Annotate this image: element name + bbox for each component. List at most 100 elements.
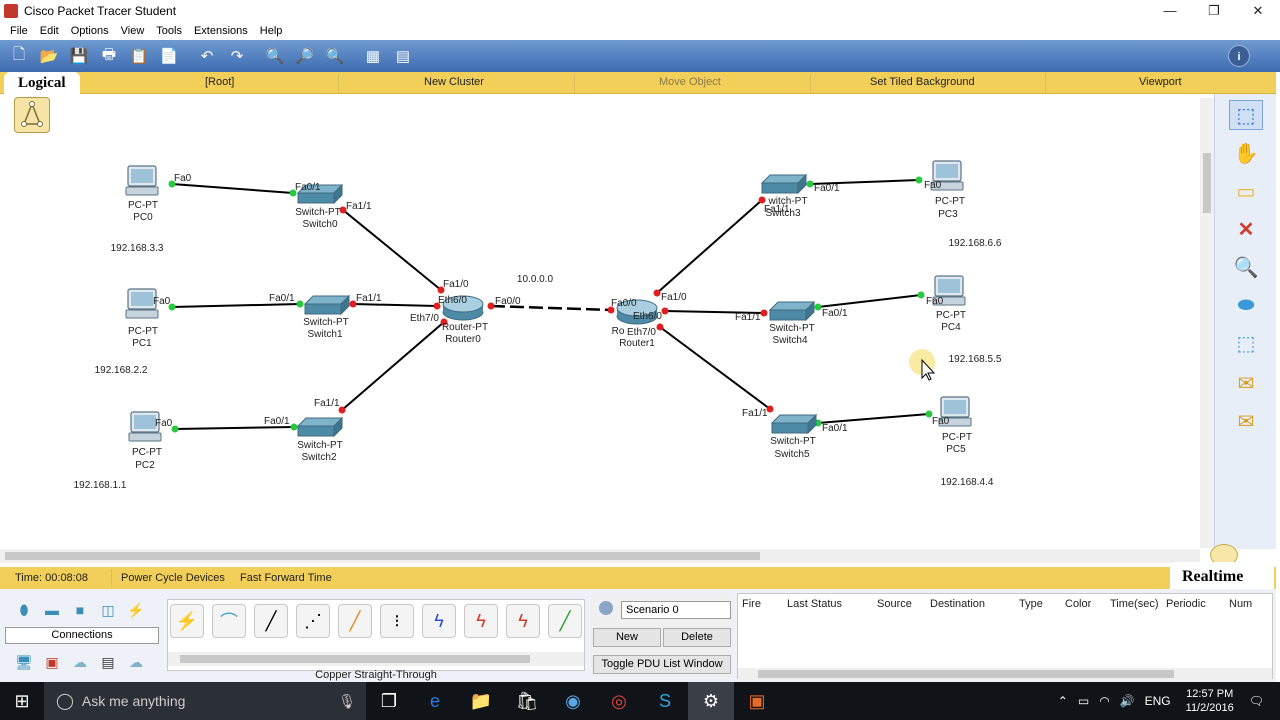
skype-icon[interactable]: S — [658, 690, 671, 711]
edge-icon[interactable]: e — [429, 690, 440, 711]
add-complex-pdu-icon[interactable]: ✉ — [1237, 410, 1255, 433]
routers-category-icon[interactable]: ⬮ — [19, 601, 29, 618]
copy-icon[interactable]: 📄 — [159, 48, 179, 65]
menu-edit[interactable]: Edit — [39, 24, 59, 37]
taskbar-clock[interactable]: 12:57 PM 11/2/2016 — [1186, 687, 1234, 715]
zoom-out-icon[interactable]: 🔍 — [325, 48, 345, 65]
topology-canvas[interactable]: PC-PT PC0 192.168.3.3 PC-PT PC1 192.168.… — [0, 94, 1200, 549]
store-icon[interactable]: 🛍 — [515, 690, 539, 711]
column-header[interactable]: Color — [1065, 598, 1092, 610]
serial-dte-icon[interactable]: ϟ — [506, 604, 540, 638]
switch1-icon[interactable] — [304, 295, 350, 315]
windows-start-icon[interactable]: ⊞ — [14, 690, 30, 711]
wifi-icon[interactable]: ◠ — [1099, 694, 1110, 708]
column-header[interactable]: Type — [1019, 598, 1043, 610]
switch3-icon[interactable] — [761, 174, 807, 194]
menu-file[interactable]: File — [10, 24, 28, 37]
file-explorer-icon[interactable]: 📁 — [469, 690, 493, 711]
close-button[interactable]: ✕ — [1252, 2, 1264, 18]
link-pc0-switch0[interactable] — [171, 183, 294, 194]
console-cable-icon[interactable]: ⌒ — [212, 604, 246, 638]
cortana-search[interactable]: ◯ Ask me anything 🎙 — [44, 682, 366, 720]
power-cycle-button[interactable]: Power Cycle Devices — [121, 572, 225, 584]
link-pc2-switch2[interactable] — [174, 426, 295, 430]
menu-help[interactable]: Help — [259, 24, 283, 37]
column-header[interactable]: Time(sec) — [1110, 598, 1159, 610]
custom-devices-icon[interactable]: ▤ — [101, 653, 115, 670]
wireless-category-icon[interactable]: ◫ — [101, 601, 115, 618]
add-simple-pdu-icon[interactable]: ✉ — [1237, 372, 1255, 395]
chevron-up-icon[interactable]: ⌃ — [1057, 694, 1068, 708]
browser-icon[interactable]: ◉ — [565, 690, 581, 711]
draw-shape-icon[interactable]: ⬬ — [1237, 293, 1255, 316]
end-devices-icon[interactable]: 🖥 — [15, 653, 33, 670]
switches-category-icon[interactable]: ▬ — [45, 602, 59, 618]
zoom-reset-icon[interactable]: 🔎 — [295, 48, 315, 65]
chrome-icon[interactable]: ◎ — [611, 690, 627, 711]
select-tool-icon[interactable]: ⬚ — [1229, 100, 1263, 130]
menu-options[interactable]: Options — [70, 24, 109, 37]
link-router1-switch5[interactable] — [659, 326, 771, 410]
coaxial-cable-icon[interactable]: ϟ — [422, 604, 456, 638]
switch5-icon[interactable] — [771, 414, 817, 434]
column-header[interactable]: Source — [877, 598, 912, 610]
column-header[interactable]: Num — [1229, 598, 1253, 610]
link-switch3-pc3[interactable] — [809, 179, 920, 185]
menu-extensions[interactable]: Extensions — [193, 24, 248, 37]
toggle-pdu-list-button[interactable]: Toggle PDU List Window — [593, 655, 731, 674]
packet-tracer-taskbar-icon[interactable]: ⚙ — [688, 682, 734, 720]
activity-wizard-icon[interactable]: 📋 — [129, 48, 149, 65]
link-switch0-router0[interactable] — [342, 209, 442, 291]
cable-scrollbar[interactable] — [168, 652, 584, 666]
realtime-tab[interactable]: Realtime — [1170, 562, 1274, 589]
scenario-select[interactable]: Scenario 0 — [621, 601, 731, 619]
microphone-icon[interactable]: 🎙 — [338, 692, 356, 709]
column-header[interactable]: Periodic — [1166, 598, 1206, 610]
vertical-scrollbar[interactable] — [1200, 98, 1214, 548]
viewport-button[interactable]: Viewport — [1139, 76, 1182, 88]
new-file-icon[interactable]: 🗋 — [12, 45, 26, 63]
zoom-in-icon[interactable]: 🔍 — [265, 48, 285, 65]
new-scenario-button[interactable]: New — [593, 628, 661, 647]
octal-cable-icon[interactable]: ╱ — [548, 604, 582, 638]
logical-workspace[interactable]: PC-PT PC0 192.168.3.3 PC-PT PC1 192.168.… — [0, 94, 1200, 549]
hand-tool-icon[interactable]: ✋ — [1233, 142, 1259, 165]
maximize-button[interactable]: ❐ — [1208, 2, 1220, 18]
notifications-icon[interactable]: 🗨 — [1248, 694, 1264, 708]
undo-icon[interactable]: ↶ — [200, 48, 214, 65]
logical-tab[interactable]: Logical — [4, 72, 80, 98]
connections-category-icon[interactable]: ⚡ — [127, 601, 145, 618]
custom-device-icon[interactable]: ▤ — [395, 48, 411, 65]
resize-shape-icon[interactable]: ⬚ — [1236, 332, 1256, 355]
network-navigation-icon[interactable] — [14, 97, 50, 133]
new-cluster-button[interactable]: New Cluster — [424, 76, 484, 88]
link-switch4-pc4[interactable] — [817, 294, 922, 308]
battery-icon[interactable]: ▭ — [1077, 694, 1090, 708]
copper-straight-through-icon[interactable]: ╱ — [254, 604, 288, 638]
pc0-icon[interactable] — [125, 165, 159, 196]
info-icon[interactable]: i — [1228, 45, 1250, 67]
language-indicator[interactable]: ENG — [1144, 694, 1171, 708]
fiber-cable-icon[interactable]: ╱ — [338, 604, 372, 638]
palette-icon[interactable]: ▦ — [365, 48, 381, 65]
serial-dce-icon[interactable]: ϟ — [464, 604, 498, 638]
wan-emulation-icon[interactable]: ☁ — [73, 653, 87, 670]
pdu-scrollbar[interactable] — [738, 668, 1272, 680]
horizontal-scrollbar[interactable] — [0, 549, 1200, 563]
note-tool-icon[interactable]: ▭ — [1236, 180, 1256, 203]
column-header[interactable]: Last Status — [787, 598, 843, 610]
security-icon[interactable]: ▣ — [45, 653, 59, 670]
switch2-icon[interactable] — [297, 417, 343, 437]
menu-view[interactable]: View — [120, 24, 145, 37]
volume-icon[interactable]: 🔊 — [1119, 694, 1135, 708]
link-router0-router1[interactable] — [490, 304, 612, 312]
link-switch1-router0[interactable] — [352, 303, 438, 307]
fast-forward-button[interactable]: Fast Forward Time — [240, 572, 332, 584]
link-router1-switch3[interactable] — [656, 199, 763, 294]
root-button[interactable]: [Root] — [205, 76, 235, 88]
menu-tools[interactable]: Tools — [156, 24, 182, 37]
redo-icon[interactable]: ↷ — [230, 48, 244, 65]
phone-cable-icon[interactable]: ⁝ — [380, 604, 414, 638]
link-switch5-pc5[interactable] — [817, 413, 930, 424]
link-pc1-switch1[interactable] — [171, 303, 301, 308]
